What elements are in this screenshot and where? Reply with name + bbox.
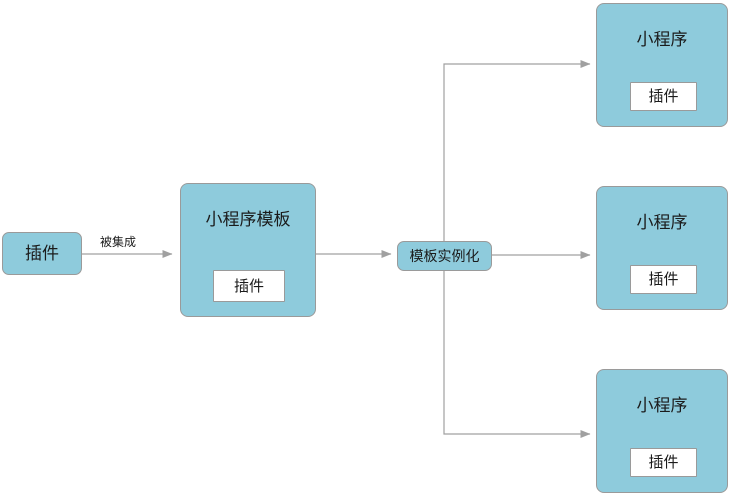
node-miniprogram-bottom[interactable]: 小程序 插件 — [596, 369, 728, 493]
node-template-instantiation[interactable]: 模板实例化 — [397, 241, 492, 271]
inner-box-plugin-bottom-label: 插件 — [648, 454, 679, 471]
node-plugin-source-label: 插件 — [25, 244, 59, 263]
inner-box-plugin-top-label: 插件 — [648, 88, 679, 105]
edge-instantiation-to-miniprogram-bottom — [443, 271, 591, 438]
node-plugin-source[interactable]: 插件 — [2, 232, 82, 275]
inner-box-plugin-template-label: 插件 — [233, 277, 264, 295]
inner-box-plugin-template[interactable]: 插件 — [213, 270, 285, 302]
inner-box-plugin-top[interactable]: 插件 — [630, 82, 697, 111]
node-miniprogram-template-title: 小程序模板 — [205, 210, 291, 229]
node-template-instantiation-label: 模板实例化 — [409, 248, 480, 264]
node-miniprogram-top[interactable]: 小程序 插件 — [596, 3, 728, 127]
node-miniprogram-template[interactable]: 小程序模板 插件 — [180, 183, 316, 317]
node-miniprogram-middle-title: 小程序 — [636, 213, 688, 232]
inner-box-plugin-middle-label: 插件 — [648, 271, 679, 288]
inner-box-plugin-middle[interactable]: 插件 — [630, 265, 697, 294]
node-miniprogram-middle[interactable]: 小程序 插件 — [596, 186, 728, 310]
inner-box-plugin-bottom[interactable]: 插件 — [630, 448, 697, 477]
edge-label-integrated: 被集成 — [100, 235, 137, 249]
edge-instantiation-to-miniprogram-top — [443, 60, 591, 241]
node-miniprogram-top-title: 小程序 — [636, 30, 688, 49]
node-miniprogram-bottom-title: 小程序 — [636, 396, 688, 415]
